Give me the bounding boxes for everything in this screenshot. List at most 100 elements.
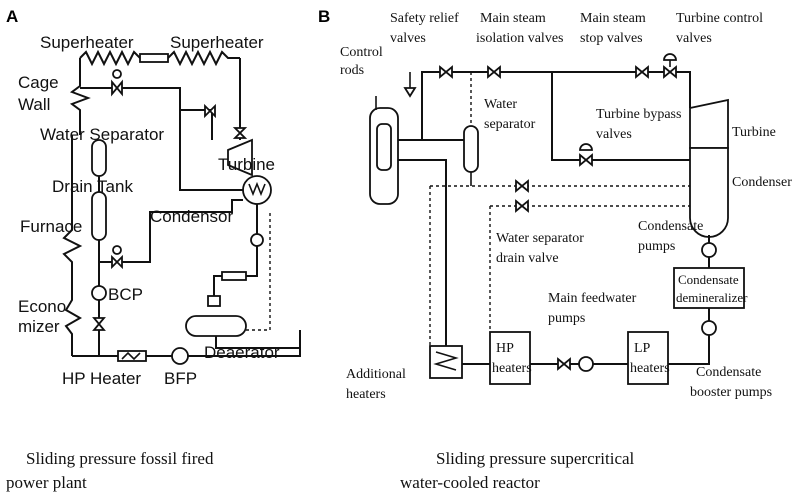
cage-wall-coil xyxy=(69,58,91,135)
drain-valve-actuator-icon xyxy=(112,245,122,255)
label-mssv-1: Main steam xyxy=(580,11,646,26)
label-safety-relief-1: Safety relief xyxy=(390,11,459,26)
panel-b-letter: B xyxy=(318,7,330,26)
label-control-rods-2: rods xyxy=(340,63,364,78)
label-mssv-2: stop valves xyxy=(580,31,643,46)
extraction-dotted-line xyxy=(246,210,271,331)
label-control-rods-1: Control xyxy=(340,45,383,60)
label-bcp: BCP xyxy=(108,285,143,304)
label-superheater-1: Superheater xyxy=(40,33,134,52)
label-lp-2: heaters xyxy=(630,361,670,376)
turbine-control-valve-icon xyxy=(232,127,248,139)
hp-heater-hatch xyxy=(121,351,141,361)
water-separator-icon-b xyxy=(463,125,479,173)
feedwater-valve-icon xyxy=(557,357,571,371)
turbine-bypass-valve-icon xyxy=(204,103,216,119)
label-water-sep-2: separator xyxy=(484,117,536,132)
label-cage: Cage xyxy=(18,73,59,92)
bcp-pump-icon xyxy=(91,285,107,301)
bypass-actuator-icon xyxy=(579,143,593,151)
booster-pump-icon xyxy=(701,320,717,336)
drain-valve-icon xyxy=(111,254,123,270)
label-hp-2: heaters xyxy=(492,361,532,376)
caption-a-line1: Sliding pressure fossil fired xyxy=(26,449,214,468)
main-steam-line-b xyxy=(398,71,691,141)
msiv-valve-icon-2 xyxy=(487,65,501,79)
feedwater-line-a xyxy=(72,330,301,357)
label-booster-1: Condensate xyxy=(696,365,761,380)
turbine-bypass-line xyxy=(551,72,690,161)
label-deaerator: Deaerator xyxy=(204,343,280,362)
reactor-core-icon xyxy=(376,123,392,171)
panel-a-diagram: A xyxy=(6,7,301,388)
label-cond-pumps-2: pumps xyxy=(638,239,675,254)
label-superheater-2: Superheater xyxy=(170,33,264,52)
label-bypass-1: Turbine bypass xyxy=(596,107,681,122)
bcp-valve-icon xyxy=(92,317,106,331)
hp-heaters-box xyxy=(489,331,531,385)
label-condensor: Condensor xyxy=(150,207,234,226)
label-furnace: Furnace xyxy=(20,217,82,236)
panel-b-diagram: B xyxy=(318,7,792,402)
panel-a-letter: A xyxy=(6,7,18,26)
condensate-pump-icon-a xyxy=(250,233,264,247)
label-add-heaters-1: Additional xyxy=(346,367,406,382)
condenser-icon xyxy=(689,147,729,238)
label-booster-2: booster pumps xyxy=(690,385,772,400)
water-separator-icon-a xyxy=(91,139,107,177)
caption-b-line2: water-cooled reactor xyxy=(400,473,540,492)
ws-drain-valve-icon-2 xyxy=(515,199,529,213)
furnace-coil xyxy=(62,135,83,356)
lp-heaters-box xyxy=(627,331,669,385)
additional-heaters-coil xyxy=(433,351,459,371)
label-turbine-b: Turbine xyxy=(732,125,776,140)
label-mizer: mizer xyxy=(18,317,60,336)
deaerator-head-icon xyxy=(207,295,221,307)
stop-valve-icon xyxy=(635,65,649,79)
label-bfp: BFP xyxy=(164,369,197,388)
label-drain-tank: Drain Tank xyxy=(52,177,133,196)
condensor-coil xyxy=(248,181,266,197)
drain-tank-icon xyxy=(91,191,107,241)
label-demin-2: demineralizer xyxy=(676,290,748,305)
turbine-icon-a xyxy=(227,138,253,177)
bfp-pump-icon xyxy=(171,347,189,365)
label-lp-1: LP xyxy=(634,341,651,356)
label-condenser: Condenser xyxy=(732,175,792,190)
msiv-valve-icon-1 xyxy=(439,65,453,79)
turbine-control-valve-icon-b xyxy=(663,65,677,79)
label-water-separator: Water Separator xyxy=(40,125,164,144)
tcv-actuator-icon xyxy=(663,53,677,61)
label-hp-1: HP xyxy=(496,341,514,356)
label-turbine-a: Turbine xyxy=(218,155,275,174)
deaerator-outlet-line xyxy=(215,336,300,349)
label-msiv-2: isolation valves xyxy=(476,31,564,46)
deaerator-icon xyxy=(185,315,247,337)
condensate-pump-icon-b xyxy=(701,242,717,258)
caption-b-line1: Sliding pressure supercritical xyxy=(436,449,635,468)
superheater-junction xyxy=(139,53,169,63)
safety-relief-valve-icon xyxy=(403,87,417,98)
label-ws-drain-1: Water separator xyxy=(496,231,584,246)
label-bypass-2: valves xyxy=(596,127,632,142)
label-add-heaters-2: heaters xyxy=(346,387,386,402)
label-wall: Wall xyxy=(18,95,50,114)
bypass-valve-actuator-icon xyxy=(112,69,122,79)
label-mfw-1: Main feedwater xyxy=(548,291,637,306)
label-hp-heater: HP Heater xyxy=(62,369,141,388)
label-safety-relief-2: valves xyxy=(390,31,426,46)
label-tcv-1: Turbine control xyxy=(676,11,763,26)
feedwater-return-line xyxy=(398,159,447,346)
main-feedwater-pump-icon xyxy=(578,356,594,372)
superheater-bypass-line xyxy=(80,87,250,191)
lp-heater-icon xyxy=(221,271,247,281)
label-cond-pumps-1: Condensate xyxy=(638,219,703,234)
additional-heaters-box xyxy=(429,345,463,379)
label-msiv-1: Main steam xyxy=(480,11,546,26)
label-tcv-2: valves xyxy=(676,31,712,46)
turbine-icon-b xyxy=(689,98,729,149)
label-econo: Econo xyxy=(18,297,66,316)
bypass-valve-icon-b xyxy=(579,153,593,167)
label-demin-1: Condensate xyxy=(678,272,739,287)
caption-a-line2: power plant xyxy=(6,473,87,492)
